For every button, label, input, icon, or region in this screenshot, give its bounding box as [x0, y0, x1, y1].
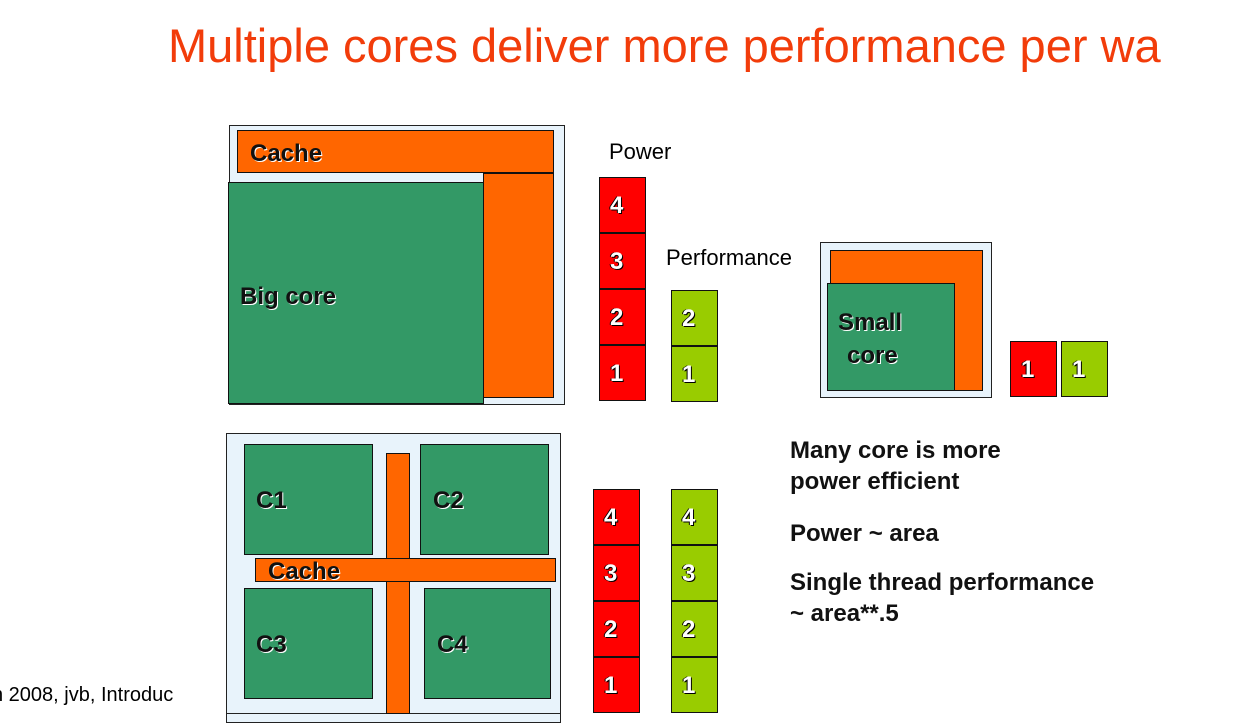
small-power-cell: 1: [1010, 341, 1057, 397]
small-core-label-line1: Small: [838, 309, 903, 336]
multi-core-cache-label: Cache: [268, 558, 341, 585]
multi-power-cell-3: 3: [593, 545, 640, 601]
slide-title: Multiple cores deliver more performance …: [168, 19, 1161, 72]
multi-power-cell-4: 4: [593, 489, 640, 545]
core-c3-overlap: [244, 684, 373, 699]
footer-text: h 2008, jvb, Introduc: [0, 684, 174, 706]
multi-perf-cell-2: 2: [671, 601, 718, 657]
small-core-block: [827, 283, 955, 391]
power-label: Power: [609, 139, 672, 164]
note-single-thread: Single thread performance ~ area**.5: [790, 569, 1095, 627]
multi-core-cache-vertical-overlap: [386, 684, 410, 714]
core-c2: [420, 444, 549, 555]
big-core-label: Big core: [240, 283, 337, 310]
core-c3: [244, 588, 373, 699]
big-power-cell-2: 2: [599, 289, 646, 345]
performance-label: Performance: [666, 245, 792, 270]
core-c4: [424, 588, 551, 699]
core-c4-label: C4: [437, 631, 468, 658]
small-core-label-line2: core: [847, 342, 898, 369]
big-perf-cell-2: 2: [671, 290, 718, 346]
big-core-block: [228, 182, 484, 404]
big-core-cache-side: [483, 173, 554, 398]
big-power-cell-4: 4: [599, 177, 646, 233]
multi-perf-cell-4: 4: [671, 489, 718, 545]
core-c3-label: C3: [256, 631, 287, 658]
note-power-area: Power ~ area: [790, 520, 939, 547]
big-power-cell-3: 3: [599, 233, 646, 289]
core-c1: [244, 444, 373, 555]
multi-core-cache-vertical: [386, 453, 410, 713]
core-c1-label: C1: [256, 487, 287, 514]
multi-perf-cell-1: 1: [671, 657, 718, 713]
core-c4-overlap: [424, 684, 551, 699]
note-power-efficient: Many core is more power efficient: [790, 437, 1001, 495]
big-core-cache-label: Cache: [250, 140, 323, 167]
multi-perf-cell-3: 3: [671, 545, 718, 601]
multi-core-cache-horizontal: [255, 558, 556, 582]
multi-power-cell-2: 2: [593, 601, 640, 657]
big-perf-cell-1: 1: [671, 346, 718, 402]
big-power-cell-1: 1: [599, 345, 646, 401]
multi-power-cell-1: 1: [593, 657, 640, 713]
core-c2-label: C2: [433, 487, 464, 514]
small-perf-cell: 1: [1061, 341, 1108, 397]
big-core-cache-top: [237, 130, 554, 173]
